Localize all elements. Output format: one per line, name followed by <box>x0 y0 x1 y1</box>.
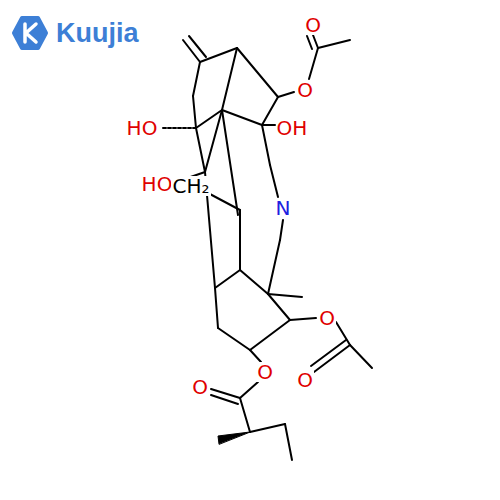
atom-label: HO <box>126 118 159 138</box>
atom-label: CH₂ <box>171 176 210 196</box>
atom-label: O <box>318 308 336 328</box>
logo-icon <box>14 18 46 48</box>
logo-wordmark: Kuujia <box>55 20 140 47</box>
atom-label: O <box>191 377 209 397</box>
atom-label: O <box>256 362 274 382</box>
atom-label: N <box>275 198 292 218</box>
atom-label: HO <box>141 174 174 194</box>
atom-label: OH <box>276 118 309 138</box>
atom-label: O <box>304 15 322 35</box>
atom-label: O <box>296 370 314 390</box>
atom-label: O <box>296 80 314 100</box>
